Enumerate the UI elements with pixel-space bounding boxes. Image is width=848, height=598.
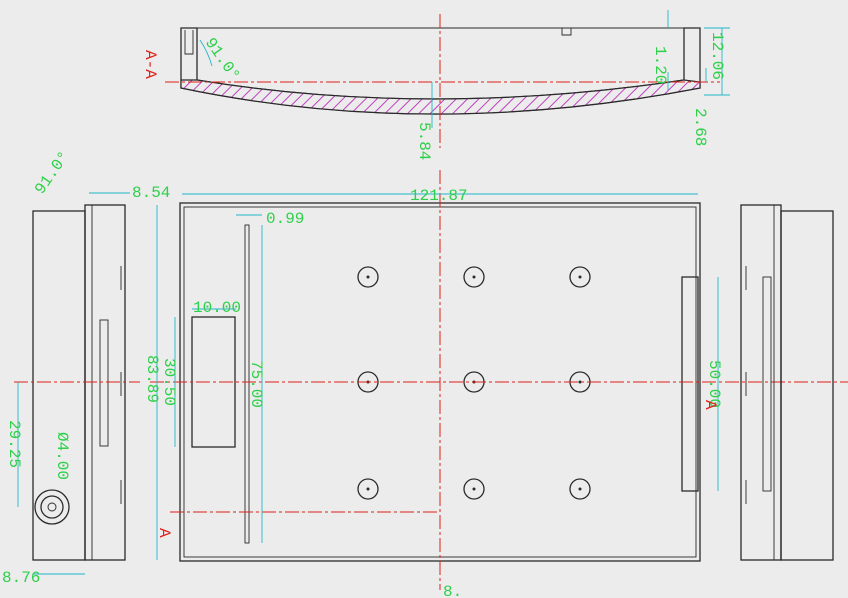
right-side-view — [740, 204, 834, 561]
dim-text-depth-top: 12.06 — [708, 32, 726, 80]
dim-text-width-total: 121.87 — [410, 187, 468, 205]
section-marker-right: A — [701, 400, 719, 410]
dim-text-lip-top: 1.20 — [651, 46, 669, 84]
dim-text-jack-offset: 8.76 — [2, 569, 40, 587]
front-slot — [244, 224, 250, 544]
front-right-tab — [681, 276, 699, 492]
dim-text-angle-top: 91.0° — [201, 35, 243, 85]
dim-text-angle-left: 91.0° — [31, 148, 73, 198]
dc-jack-icon — [34, 489, 70, 525]
dim-text-slot-width: 0.99 — [266, 210, 304, 228]
dim-text-tab-length: 50.00 — [705, 360, 723, 408]
dim-text-window-width: 10.00 — [193, 299, 241, 317]
dim-text-jack-diameter: Ø4.00 — [53, 432, 71, 480]
left-slot — [99, 319, 109, 447]
dim-text-center-depth: 5.84 — [415, 122, 433, 160]
section-label-aa: A-A — [141, 50, 159, 79]
right-body-outline — [780, 210, 834, 561]
dim-angle-arc — [199, 39, 213, 67]
dim-text-side-offset: 8.54 — [132, 184, 170, 202]
dim-text-jack-height: 29.25 — [5, 420, 23, 468]
right-slot — [762, 276, 772, 492]
button-icon-grid — [357, 266, 591, 500]
section-notch — [561, 28, 572, 36]
dim-text-slot-length: 75.00 — [247, 360, 265, 408]
dim-text-bottom-label: 8. — [443, 583, 462, 598]
dim-text-window-height: 30.50 — [160, 358, 178, 406]
dim-text-height-total: 83.89 — [143, 355, 161, 403]
section-view: 91.0° 12.06 1.20 2.68 5.84 A-A — [141, 10, 730, 160]
dim-text-floor-top: 2.68 — [691, 108, 709, 146]
section-marker-left: A — [155, 528, 173, 538]
front-view: 121.87 0.99 10.00 83.89 30.50 75.00 50.0… — [143, 170, 848, 598]
section-left-lip — [184, 30, 194, 55]
